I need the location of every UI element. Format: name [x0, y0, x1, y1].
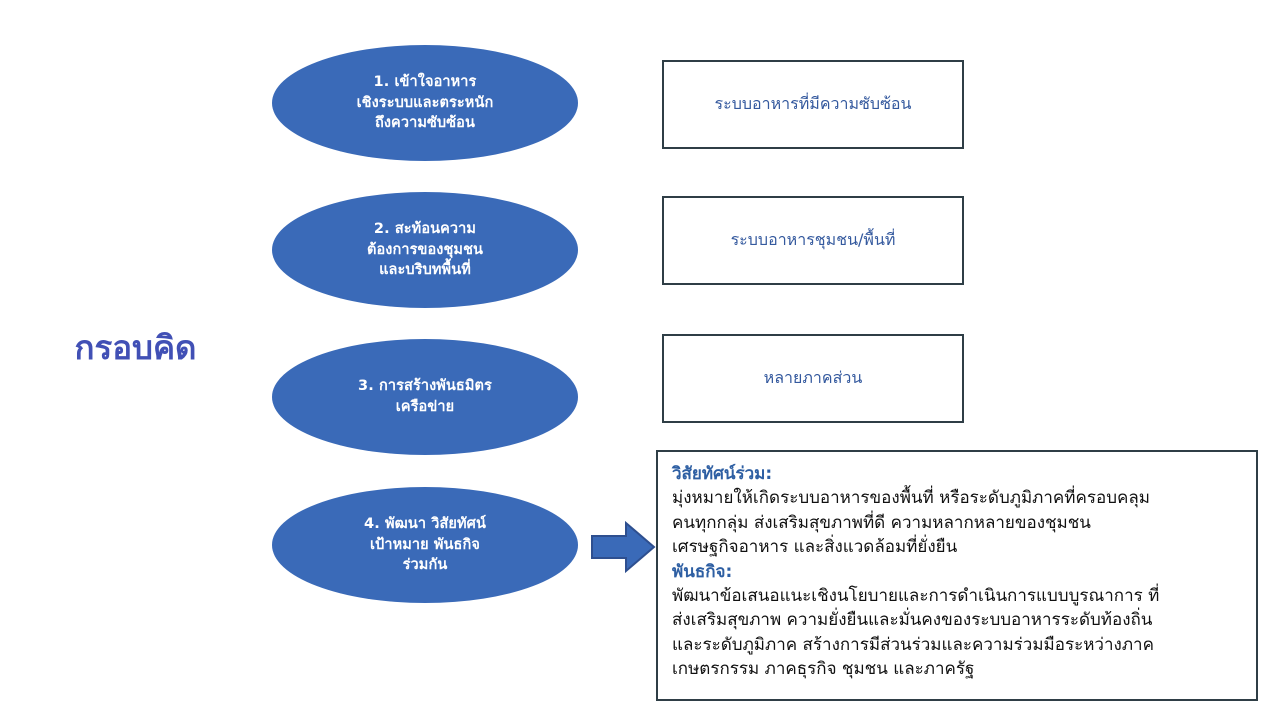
vision-heading: วิสัยทัศน์ร่วม: — [672, 464, 773, 484]
mission-heading: พันธกิจ: — [672, 561, 733, 582]
step-ellipse-4: 4. พัฒนา วิสัยทัศน์ เป้าหมาย พันธกิจ ร่ว… — [272, 487, 578, 603]
result-box-3: หลายภาคส่วน — [662, 334, 964, 423]
step-ellipse-2: 2. สะท้อนความ ต้องการของชุมชน และบริบทพื… — [272, 192, 578, 308]
step-ellipse-label-4: 4. พัฒนา วิสัยทัศน์ เป้าหมาย พันธกิจ ร่ว… — [364, 516, 486, 574]
vision-body: มุ่งหมายให้เกิดระบบอาหารของพื้นที่ หรือร… — [672, 488, 1151, 558]
step-ellipse-1: 1. เข้าใจอาหาร เชิงระบบและตระหนัก ถึงควา… — [272, 45, 578, 161]
frame-label: กรอบคิด — [74, 328, 197, 367]
step-ellipse-label-3: 3. การสร้างพันธมิตร เครือข่าย — [358, 378, 492, 415]
result-box-2: ระบบอาหารชุมชน/พื้นที่ — [662, 196, 964, 285]
step-ellipse-label-2: 2. สะท้อนความ ต้องการของชุมชน และบริบทพื… — [366, 221, 484, 279]
result-box-1: ระบบอาหารที่มีความซับซ้อน — [662, 60, 964, 149]
right-arrow-icon — [590, 520, 656, 574]
mission-body: พัฒนาข้อเสนอแนะเชิงนโยบายและการดำเนินการ… — [672, 585, 1160, 680]
step-ellipse-3: 3. การสร้างพันธมิตร เครือข่าย — [272, 339, 578, 455]
step-ellipse-label-1: 1. เข้าใจอาหาร เชิงระบบและตระหนัก ถึงควา… — [356, 74, 494, 132]
result-box-label-3: หลายภาคส่วน — [763, 368, 863, 388]
vision-mission-box: วิสัยทัศน์ร่วม: มุ่งหมายให้เกิดระบบอาหาร… — [656, 450, 1258, 701]
result-box-label-2: ระบบอาหารชุมชน/พื้นที่ — [730, 230, 896, 250]
result-box-label-1: ระบบอาหารที่มีความซับซ้อน — [714, 94, 912, 114]
